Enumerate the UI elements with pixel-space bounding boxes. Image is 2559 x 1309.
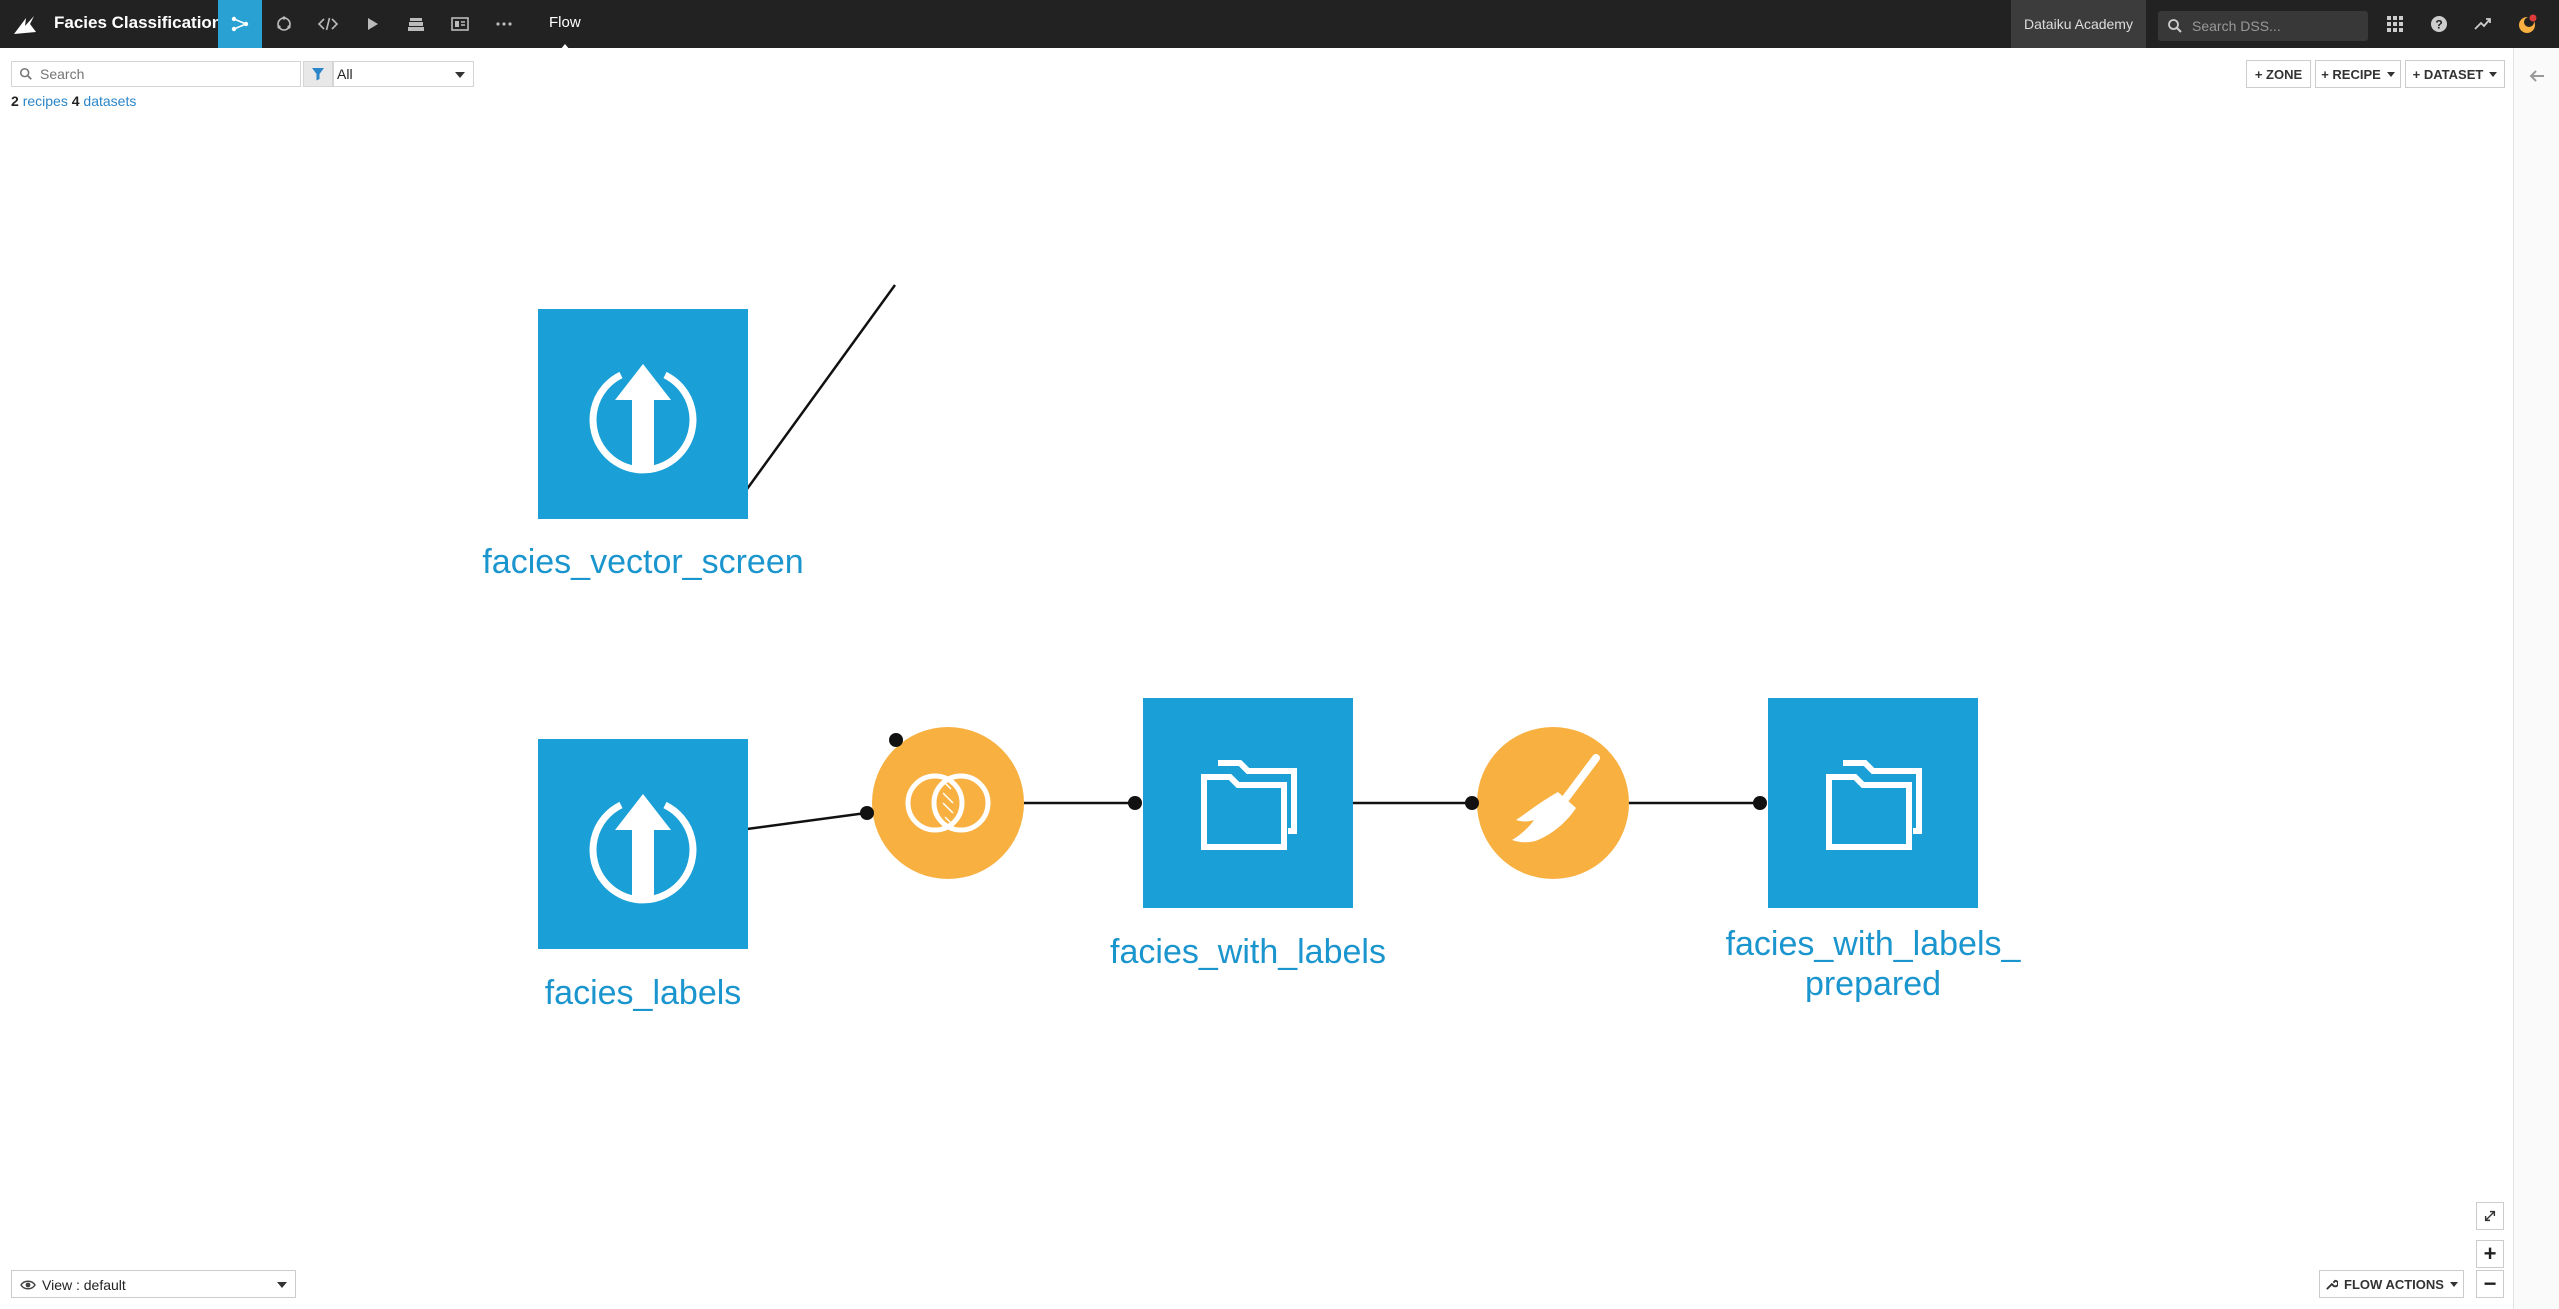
dataset-label[interactable]: facies_with_labels_ prepared: [1673, 924, 2073, 1004]
recipes-count: 2: [11, 93, 19, 109]
dataset-node-facies-with-labels-prepared[interactable]: [1768, 698, 1978, 908]
join-icon: [905, 773, 991, 833]
project-name[interactable]: Facies Classification: [54, 13, 223, 32]
more-icon[interactable]: [482, 0, 526, 48]
svg-text:?: ?: [2435, 18, 2442, 32]
dataset-node-facies-vector-screen[interactable]: [538, 309, 748, 519]
flow-actions-button[interactable]: FLOW ACTIONS: [2319, 1270, 2464, 1298]
jobs-icon[interactable]: [350, 0, 394, 48]
flow-actions-label: FLOW ACTIONS: [2344, 1276, 2444, 1292]
dataiku-logo-icon[interactable]: [12, 12, 38, 36]
flow-edges: [724, 284, 1760, 831]
chevron-down-icon: [2489, 71, 2498, 77]
add-recipe-button[interactable]: + RECIPE: [2315, 60, 2401, 88]
upload-icon: [589, 794, 697, 904]
datasets-count: 4: [71, 93, 80, 109]
add-dataset-label: + DATASET: [2412, 66, 2484, 82]
deploy-icon[interactable]: [394, 0, 438, 48]
instance-label[interactable]: Dataiku Academy: [2011, 0, 2146, 48]
page-indicator-caret-icon: [560, 44, 570, 50]
connection-port-dot: [1128, 796, 1142, 810]
datasets-link[interactable]: datasets: [83, 93, 137, 109]
dataset-label-line2: prepared: [1804, 965, 1942, 1003]
code-icon[interactable]: [306, 0, 350, 48]
search-icon: [2168, 19, 2182, 33]
dataset-label[interactable]: facies_vector_screen: [482, 543, 804, 581]
zoom-out-button[interactable]: −: [2476, 1270, 2504, 1298]
chevron-down-icon: [2386, 71, 2395, 77]
connection-port-dot: [1753, 796, 1767, 810]
help-icon[interactable]: ?: [2427, 12, 2451, 36]
folder-icon: [1826, 760, 1922, 850]
flow-canvas[interactable]: facies_vector_screen facies_labels facie…: [0, 48, 2513, 1309]
flow-summary: 2 recipes 4 datasets: [11, 93, 136, 109]
brush-icon: [1512, 754, 1600, 843]
zoom-in-button[interactable]: +: [2476, 1240, 2504, 1268]
add-zone-label: + ZONE: [2254, 66, 2303, 82]
flow-filter-select[interactable]: All: [333, 61, 474, 87]
apps-grid-icon[interactable]: [2383, 12, 2407, 36]
view-select-value: View : default: [42, 1277, 126, 1293]
top-navigation-bar: Facies Classification Flow Dataiku Acade…: [0, 0, 2559, 50]
flow-icon[interactable]: [218, 0, 262, 48]
add-recipe-label: + RECIPE: [2321, 66, 2381, 82]
filter-button[interactable]: [303, 61, 333, 87]
dataset-label-line1: facies_with_labels_: [1725, 925, 2021, 963]
zoom-in-icon: +: [2483, 1241, 2497, 1266]
chevron-down-icon: [2449, 1281, 2458, 1287]
chevron-down-icon: [277, 1282, 287, 1288]
page-title: Flow: [549, 14, 581, 31]
expand-panel-arrow-icon[interactable]: [2527, 66, 2547, 86]
right-panel-rail: [2513, 48, 2559, 1309]
fullscreen-button[interactable]: [2476, 1202, 2504, 1230]
lab-icon[interactable]: [262, 0, 306, 48]
eye-icon: [20, 1280, 36, 1290]
global-search-box[interactable]: [2158, 11, 2368, 41]
chevron-down-icon: [455, 72, 465, 78]
edge-labels-to-join: [746, 811, 867, 831]
zoom-out-icon: −: [2483, 1271, 2497, 1296]
recipes-link[interactable]: recipes: [22, 93, 68, 109]
recipe-node-prepare[interactable]: [1477, 727, 1629, 879]
edge-vector-to-join: [724, 284, 897, 519]
activity-trend-icon[interactable]: [2471, 12, 2495, 36]
add-dataset-button[interactable]: + DATASET: [2405, 60, 2505, 88]
global-search-input[interactable]: [2192, 15, 2362, 37]
flow-search-input[interactable]: [40, 64, 295, 84]
dataset-label[interactable]: facies_labels: [544, 974, 742, 1012]
filter-icon: [312, 68, 324, 81]
connection-port-dot: [1465, 796, 1479, 810]
upload-icon: [589, 364, 697, 474]
folder-icon: [1201, 760, 1297, 850]
add-zone-button[interactable]: + ZONE: [2246, 60, 2311, 88]
wrench-icon: [2326, 1279, 2339, 1290]
user-avatar-icon[interactable]: [2515, 12, 2539, 36]
search-icon: [19, 67, 32, 80]
connection-port-dot: [860, 806, 874, 820]
view-select[interactable]: View : default: [11, 1270, 296, 1298]
flow-search-box[interactable]: [11, 61, 301, 87]
recipe-node-join[interactable]: [872, 727, 1024, 879]
dataset-node-facies-with-labels[interactable]: [1143, 698, 1353, 908]
connection-port-dot: [889, 733, 903, 747]
dataset-label[interactable]: facies_with_labels: [1110, 933, 1386, 971]
dashboard-icon[interactable]: [438, 0, 482, 48]
dataset-node-facies-labels[interactable]: [538, 739, 748, 949]
expand-icon: [2484, 1210, 2496, 1222]
flow-filter-value: All: [337, 66, 353, 82]
